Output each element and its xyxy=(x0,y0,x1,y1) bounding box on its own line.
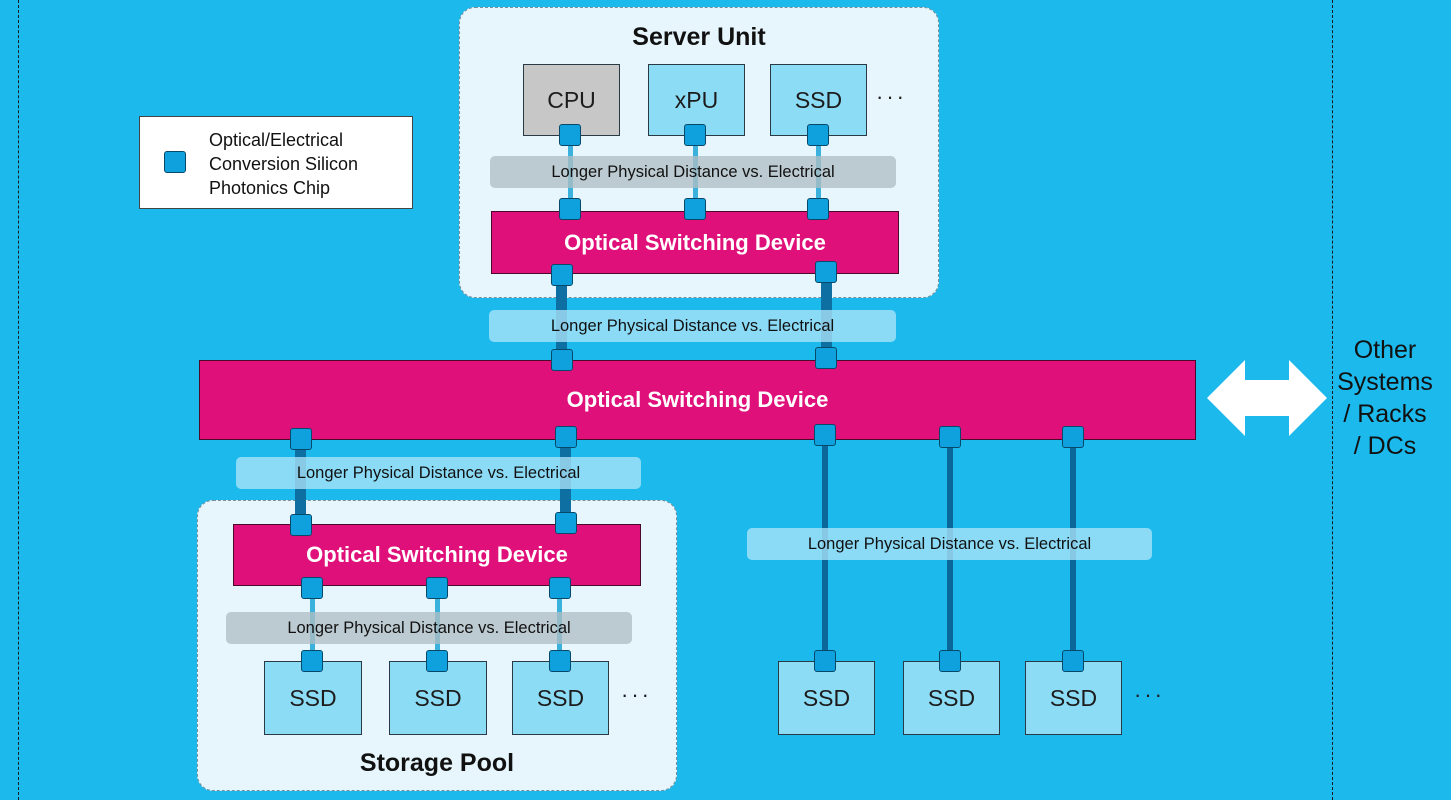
server-switch-bottom-chip-icon-2 xyxy=(815,261,837,283)
storage-pool-title: Storage Pool xyxy=(359,749,515,777)
core-pool-distance-band: Longer Physical Distance vs. Electrical xyxy=(236,457,641,489)
core-ssd-distance-band: Longer Physical Distance vs. Electrical xyxy=(747,528,1152,560)
cpu-chip-icon xyxy=(559,124,581,146)
server-components-ellipsis: ··· xyxy=(876,84,907,109)
direct-ssd-chip-icon-2 xyxy=(939,650,961,672)
server-ssd-chip-icon xyxy=(807,124,829,146)
other-systems-line-4: / DCs xyxy=(1353,432,1417,460)
pool-ssd-box-3: SSD xyxy=(512,661,609,735)
core-bottom-chip-icon-2 xyxy=(555,426,577,448)
other-systems-line-3: / Racks xyxy=(1343,400,1427,428)
pool-switch-top-chip-icon-1 xyxy=(290,514,312,536)
core-bottom-chip-icon-3 xyxy=(814,424,836,446)
server-distance-band: Longer Physical Distance vs. Electrical xyxy=(490,156,896,188)
direct-ssd-chip-icon-3 xyxy=(1062,650,1084,672)
other-systems-line-1: Other xyxy=(1353,336,1417,364)
pool-switch-bottom-chip-icon-1 xyxy=(301,577,323,599)
bidirectional-arrow-icon xyxy=(1207,360,1327,436)
core-optical-switching-device: Optical Switching Device xyxy=(199,360,1196,440)
pool-ssd-chip-icon-3 xyxy=(549,650,571,672)
server-switch-chip-icon-1 xyxy=(559,198,581,220)
other-systems-label: Other Systems / Racks / DCs xyxy=(1328,334,1442,462)
pool-ssd-box-2: SSD xyxy=(389,661,487,735)
legend: Optical/Electrical Conversion Silicon Ph… xyxy=(139,116,413,209)
legend-chip-icon xyxy=(164,151,186,173)
pool-switch-bottom-chip-icon-3 xyxy=(549,577,571,599)
direct-ssd-ellipsis: ··· xyxy=(1134,682,1165,707)
direct-ssd-box-1: SSD xyxy=(778,661,875,735)
server-core-distance-band: Longer Physical Distance vs. Electrical xyxy=(489,310,896,342)
pool-ssd-chip-icon-1 xyxy=(301,650,323,672)
core-bottom-chip-icon-4 xyxy=(939,426,961,448)
pool-switch-top-chip-icon-2 xyxy=(555,512,577,534)
cpu-box: CPU xyxy=(523,64,620,136)
direct-ssd-box-3: SSD xyxy=(1025,661,1122,735)
server-switch-bottom-chip-icon-1 xyxy=(551,264,573,286)
xpu-chip-icon xyxy=(684,124,706,146)
server-switch-chip-icon-3 xyxy=(807,198,829,220)
pool-switch-bottom-chip-icon-2 xyxy=(426,577,448,599)
other-systems-line-2: Systems xyxy=(1337,368,1433,396)
pool-distance-band: Longer Physical Distance vs. Electrical xyxy=(226,612,632,644)
core-pool-link-left-lower xyxy=(295,500,306,525)
core-top-chip-icon-2 xyxy=(815,347,837,369)
server-unit-title: Server Unit xyxy=(632,23,766,51)
server-switch-chip-icon-2 xyxy=(684,198,706,220)
pool-ssd-box-1: SSD xyxy=(264,661,362,735)
pool-ssd-ellipsis: ··· xyxy=(621,682,652,707)
direct-ssd-box-2: SSD xyxy=(903,661,1000,735)
pool-ssd-chip-icon-2 xyxy=(426,650,448,672)
core-bottom-chip-icon-5 xyxy=(1062,426,1084,448)
left-boundary-line xyxy=(18,0,19,800)
direct-ssd-chip-icon-1 xyxy=(814,650,836,672)
core-bottom-chip-icon-1 xyxy=(290,428,312,450)
core-top-chip-icon-1 xyxy=(551,349,573,371)
legend-label: Optical/Electrical Conversion Silicon Ph… xyxy=(209,130,359,198)
right-boundary-line xyxy=(1332,0,1333,800)
